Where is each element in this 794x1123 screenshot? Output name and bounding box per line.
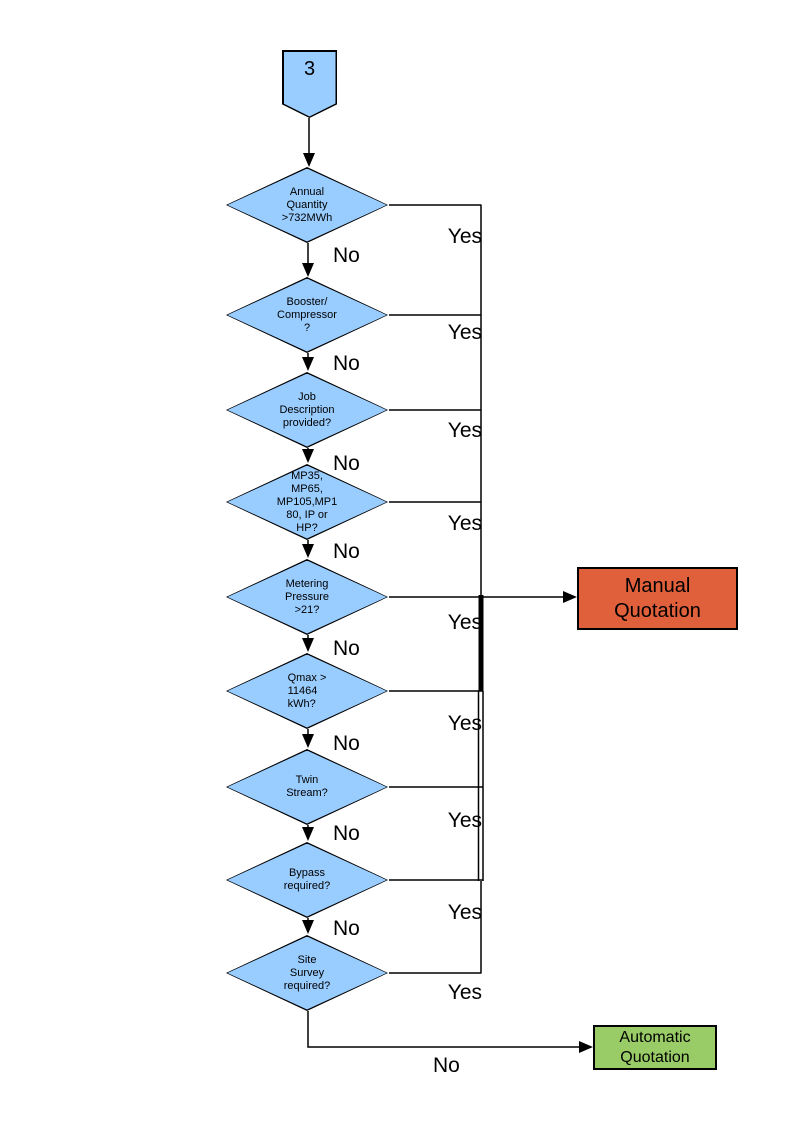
yes-label-booster-compressor: Yes bbox=[447, 321, 482, 344]
decision-label: Site Survey required? bbox=[283, 953, 331, 992]
decision-site-survey: Site Survey required? bbox=[226, 935, 388, 1011]
decision-label: Qmax > 11464 kWh? bbox=[287, 671, 327, 710]
decision-label: Metering Pressure >21? bbox=[284, 577, 330, 616]
decision-job-description: Job Description provided? bbox=[226, 372, 388, 448]
decision-label: Twin Stream? bbox=[286, 774, 328, 799]
flow-lines bbox=[307, 118, 580, 1048]
manual-quotation-box: Manual Quotation bbox=[577, 567, 738, 630]
decision-label: Bypass required? bbox=[283, 867, 331, 892]
decision-twin-stream: Twin Stream? bbox=[226, 749, 388, 825]
decision-label: Job Description provided? bbox=[279, 390, 335, 429]
no-label-qmax: No bbox=[333, 732, 360, 755]
decision-annual-quantity: Annual Quantity >732MWh bbox=[226, 167, 388, 243]
decision-label: MP35, MP65, MP105,MP1 80, IP or HP? bbox=[276, 469, 338, 534]
no-label-twin-stream: No bbox=[333, 822, 360, 845]
no-label-metering-pressure: No bbox=[333, 637, 360, 660]
no-label-booster-compressor: No bbox=[333, 352, 360, 375]
decision-booster-compressor: Booster/ Compressor ? bbox=[226, 277, 388, 353]
yes-label-job-description: Yes bbox=[447, 419, 482, 442]
no-label-annual-quantity: No bbox=[333, 244, 360, 267]
offpage-connector: 3 bbox=[282, 50, 337, 118]
yes-label-site-survey: Yes bbox=[447, 981, 482, 1004]
decision-qmax: Qmax > 11464 kWh? bbox=[226, 653, 388, 729]
decision-pressure-tier: MP35, MP65, MP105,MP1 80, IP or HP? bbox=[226, 464, 388, 540]
decision-metering-pressure: Metering Pressure >21? bbox=[226, 559, 388, 635]
automatic-quotation-box: Automatic Quotation bbox=[593, 1025, 717, 1070]
offpage-connector-label: 3 bbox=[303, 58, 316, 80]
no-label-bypass: No bbox=[333, 917, 360, 940]
decision-label: Annual Quantity >732MWh bbox=[281, 185, 333, 224]
yes-label-annual-quantity: Yes bbox=[447, 225, 482, 248]
yes-label-metering-pressure: Yes bbox=[447, 611, 482, 634]
no-label-job-description: No bbox=[333, 452, 360, 475]
yes-label-qmax: Yes bbox=[447, 712, 482, 735]
decision-label: Booster/ Compressor ? bbox=[277, 295, 337, 334]
yes-label-pressure-tier: Yes bbox=[447, 512, 482, 535]
decision-bypass: Bypass required? bbox=[226, 842, 388, 918]
no-label-site-survey: No bbox=[433, 1054, 460, 1077]
yes-label-bypass: Yes bbox=[447, 901, 482, 924]
no-label-pressure-tier: No bbox=[333, 540, 360, 563]
yes-label-twin-stream: Yes bbox=[447, 809, 482, 832]
offpage-connector-fill bbox=[283, 51, 336, 117]
